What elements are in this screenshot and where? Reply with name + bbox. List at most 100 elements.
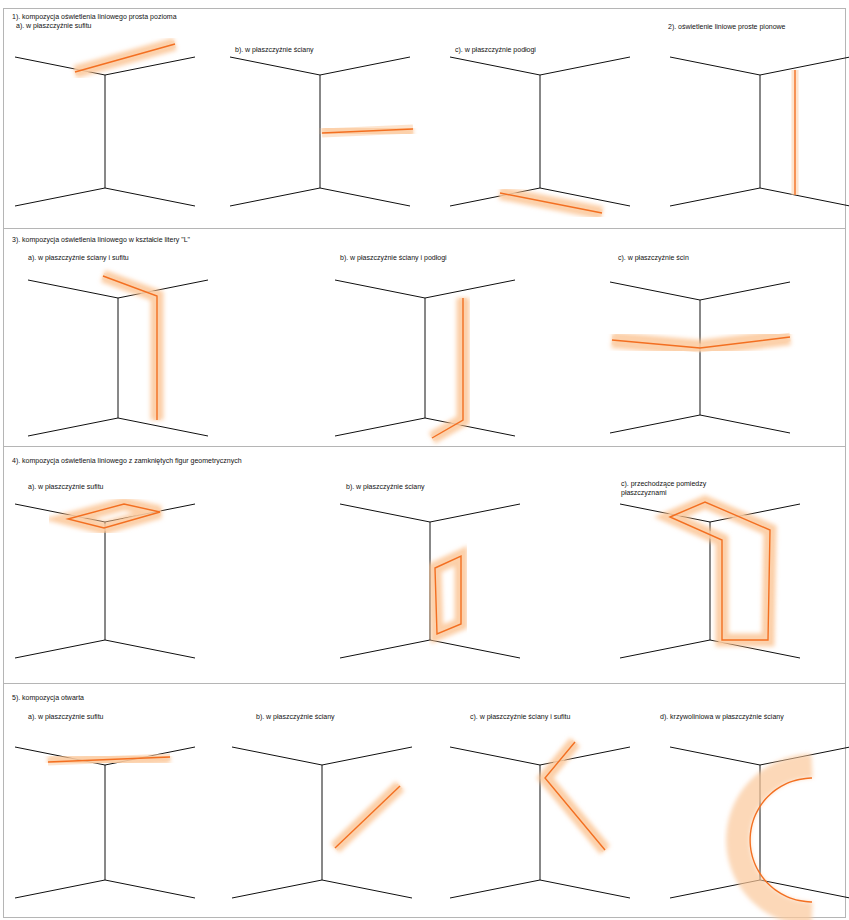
light-strip [48,757,170,762]
light-glow [435,556,461,634]
light-glow [103,276,157,420]
light-line [432,298,463,438]
room-edge [450,880,540,898]
section-heading: 5). kompozycja otwarta [12,694,84,703]
variant-label: a). w płaszczyźnie ściany i sufitu [28,254,129,263]
room-edge [232,880,322,898]
variant-label: c). przechodzące pomiedzy płaszczyznami [621,480,721,497]
light-line [322,129,413,133]
room-edge [540,75,541,188]
light-glow [545,742,605,850]
variant-label: c). w płaszczyźnie ścin [618,254,689,263]
light-strip [795,70,796,195]
variant-label: b). w płaszczyźnie ściany i podłogi [340,254,447,263]
room-edge [700,415,790,433]
room-edge [670,57,760,75]
light-glow [68,504,160,528]
room-edge [232,747,322,765]
light-glow [435,556,461,634]
room-edge [610,415,700,433]
variant-label: b). w płaszczyźnie ściany [346,483,425,492]
light-glow [789,70,802,195]
room-edge [15,880,105,898]
room-edge [430,504,520,522]
section-heading: 1). kompozycja oświetlenia liniowego pro… [12,13,177,22]
light-line [545,742,605,850]
room-edge [105,880,195,898]
room-edge [230,57,320,75]
room-edge [335,280,425,298]
section-divider [3,683,846,684]
light-glow [75,44,175,72]
light-line [48,757,170,762]
room-edge [105,522,106,640]
light-glow [500,193,602,213]
room-edge [320,75,321,188]
room-edge [105,188,195,206]
outer-frame [4,9,846,918]
variant-label: b). w płaszczyźnie ściany [235,46,314,55]
room-edge [118,418,208,436]
section-divider [3,228,846,229]
light-strip [435,556,461,634]
room-edge [450,57,540,75]
light-glow [670,502,770,640]
light-strip [68,504,160,528]
variant-label: c). w płaszczyźnie podłogi [455,46,536,55]
room-edge [430,640,520,658]
room-edge [425,280,515,298]
light-line [612,337,790,348]
light-strip [432,298,463,438]
light-strip [670,502,770,640]
light-glow [670,502,770,640]
light-strip [612,337,790,348]
variant-label: a). w płaszczyźnie sufitu [16,22,91,31]
light-line [103,276,157,420]
room-edge [118,298,119,418]
room-edge [322,747,412,765]
room-edge [28,418,118,436]
light-glow [432,298,463,438]
light-glow [335,786,400,848]
room-edge [670,188,760,206]
room-edge [15,188,105,206]
light-line [75,44,175,72]
room-edge [320,57,410,75]
room-edge [760,57,849,75]
room-edge [760,75,761,188]
variant-label: a). w płaszczyźnie sufitu [28,713,103,722]
room-edge [15,640,105,658]
light-glow [612,337,790,348]
light-glow [75,44,175,72]
light-line [670,502,770,640]
light-glow [432,298,463,438]
light-line [335,786,400,848]
light-line [500,193,602,213]
light-strip [545,742,605,850]
light-strip [103,276,157,420]
variant-label: b). w płaszczyźnie ściany [256,713,335,722]
room-edge [610,282,700,300]
light-glow [103,276,157,420]
light-glow [791,70,798,195]
room-edge [425,298,426,418]
room-edge [700,282,790,300]
section-heading: 4). kompozycja oświetlenia liniowego z z… [12,457,242,466]
room-edge [335,418,425,436]
variant-label: c). w płaszczyźnie ściany i sufitu [470,713,570,722]
light-line [794,70,795,195]
room-edge [105,75,106,188]
light-glow [48,757,170,762]
room-edge [670,747,760,765]
room-edge [105,640,195,658]
room-edge [322,880,412,898]
room-edge [340,504,430,522]
room-edge [700,300,701,415]
light-strip [500,193,602,213]
room-edge [105,765,106,880]
light-strips [48,44,812,914]
variant-label: a). w płaszczyźnie sufitu [28,483,103,492]
room-edge [450,747,540,765]
panel-frame [3,9,846,918]
